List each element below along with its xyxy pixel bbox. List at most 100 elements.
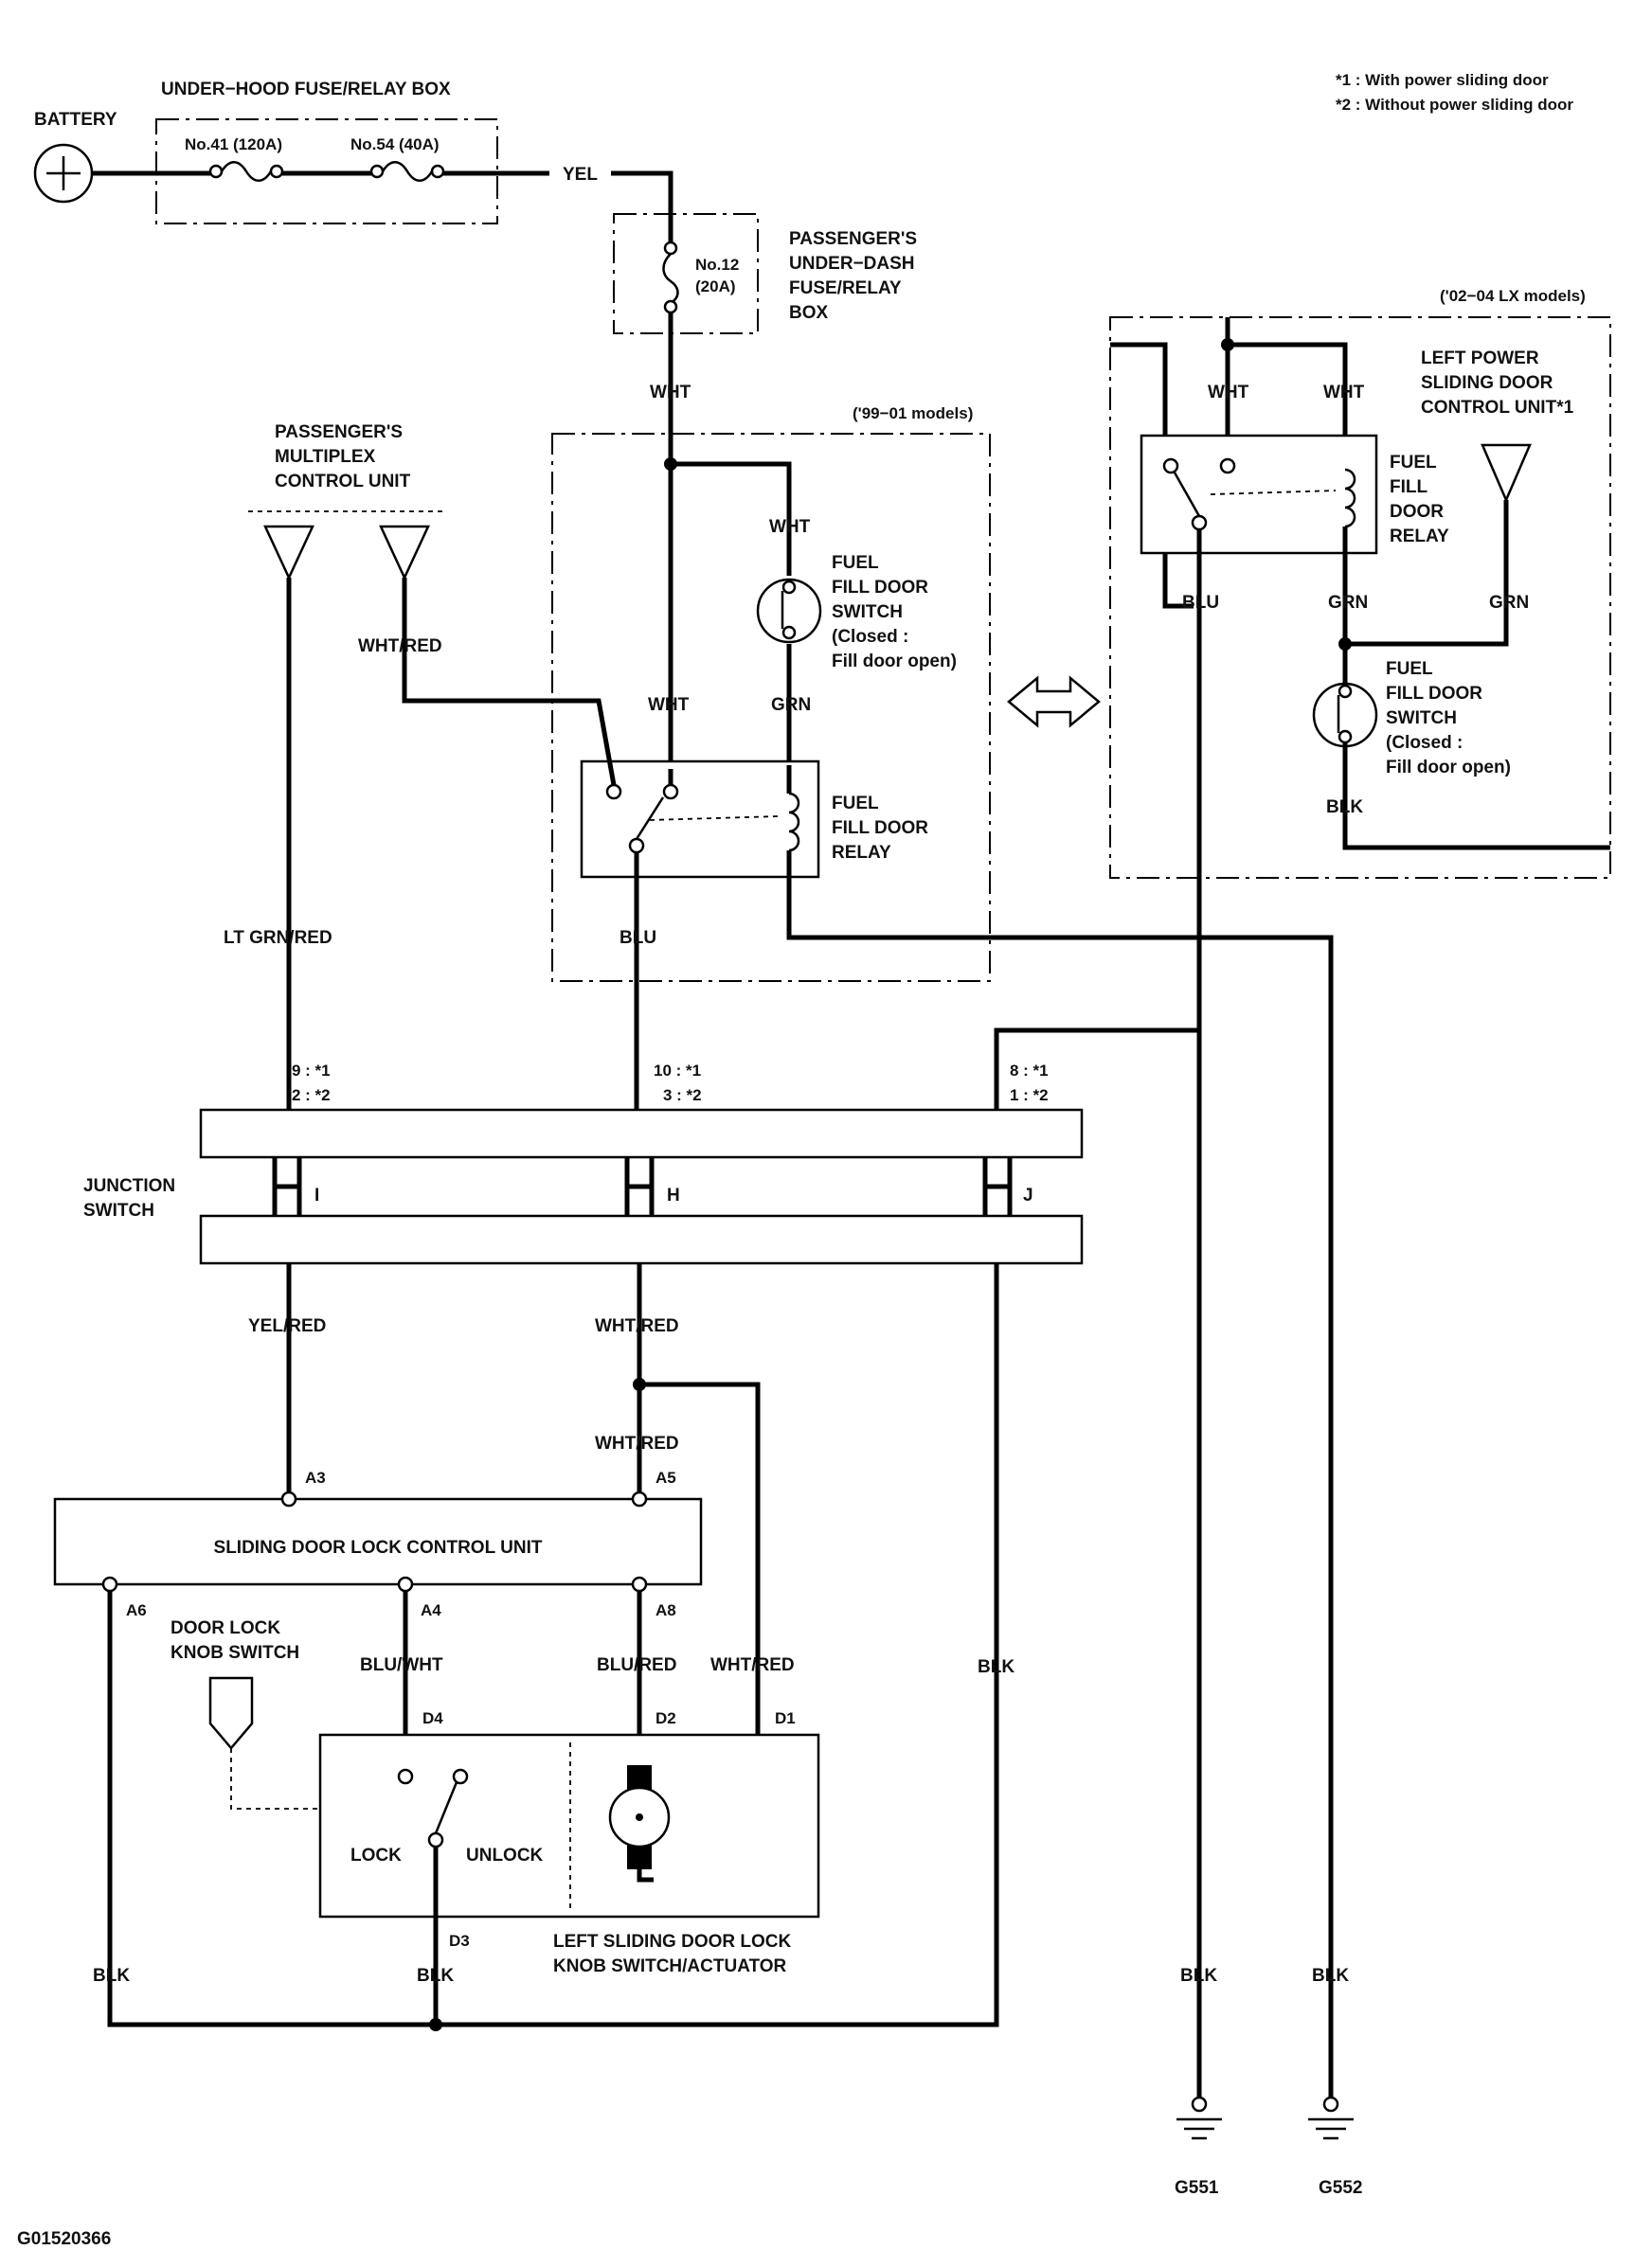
sliding-door-lock-control-unit (53, 1497, 703, 1586)
pin-I: I (314, 1186, 319, 1205)
fuel-switch-right-l5: Fill door open) (1386, 758, 1511, 777)
wire-label-blk-g551: BLK (1180, 1966, 1217, 1986)
pin-i-top2: 2 : *2 (292, 1086, 331, 1104)
lock-label: LOCK (350, 1846, 402, 1866)
wire-label-grn-r2: GRN (1489, 593, 1529, 613)
battery-symbol (33, 143, 94, 204)
connector-J (982, 1157, 1013, 1216)
wire-label-wht-red-d1: WHT/RED (710, 1655, 795, 1675)
left-power-unit-terminal (1481, 443, 1532, 504)
left-power-l1: LEFT POWER (1421, 348, 1539, 368)
models-99-01-box (551, 433, 991, 982)
multiplex-label-2: MULTIPLEX (275, 447, 376, 467)
wire-label-blk-d3: BLK (417, 1966, 454, 1986)
terminal-A5 (631, 1491, 648, 1508)
fuel-relay-right-l4: RELAY (1390, 527, 1449, 546)
multiplex-label-3: CONTROL UNIT (275, 472, 411, 491)
wire-coil-ground (786, 850, 1334, 2098)
connector-H (624, 1157, 655, 1216)
fuel-relay-left-l1: FUEL (832, 794, 879, 813)
underdash-box-label: PASSENGER'S UNDER−DASH FUSE/RELAY BOX (789, 229, 917, 323)
wire-yel (611, 170, 673, 241)
multiplex-label-1: PASSENGER'S (275, 422, 403, 442)
multiplex-control-unit-label: PASSENGER'S MULTIPLEX CONTROL UNIT (275, 422, 411, 491)
wire-label-blu-r: BLU (1182, 593, 1219, 613)
splice-blk-ground (429, 2018, 442, 2031)
underhood-box-label: UNDER−HOOD FUSE/RELAY BOX (161, 80, 451, 99)
fuel-fill-door-switch-left (756, 578, 822, 644)
legend-note-1: *1 : With power sliding door (1336, 71, 1549, 89)
fuel-switch-left-l1: FUEL (832, 553, 879, 573)
wire-wht-switch (671, 461, 792, 576)
junction-label-1: JUNCTION (83, 1176, 175, 1196)
pin-D2: D2 (655, 1709, 676, 1727)
wire-j-top (994, 1027, 1199, 1110)
left-power-unit-label: LEFT POWER SLIDING DOOR CONTROL UNIT*1 (1421, 348, 1574, 418)
figure-id: G01520366 (17, 2229, 111, 2249)
terminal-A3 (280, 1491, 297, 1508)
unlock-label: UNLOCK (466, 1846, 544, 1866)
pin-A8: A8 (655, 1601, 676, 1619)
door-lock-label-2: KNOB SWITCH (171, 1643, 299, 1663)
fuel-switch-left-l5: Fill door open) (832, 652, 957, 671)
wire-label-blu-wht: BLU/WHT (360, 1655, 443, 1675)
wire-label-yel: YEL (563, 165, 598, 185)
pin-A6: A6 (126, 1601, 147, 1619)
models-99-01-label: ('99−01 models) (853, 404, 973, 422)
wire-label-wht-r1: WHT (1208, 383, 1249, 402)
wire-label-yel-red: YEL/RED (248, 1316, 326, 1336)
door-lock-knob-switch-label: DOOR LOCK KNOB SWITCH (171, 1618, 299, 1663)
wire-label-grn-l: GRN (771, 695, 811, 715)
left-power-l3: CONTROL UNIT*1 (1421, 398, 1574, 418)
sliding-unit-label: SLIDING DOOR LOCK CONTROL UNIT (214, 1538, 543, 1558)
pin-D4: D4 (422, 1709, 443, 1727)
wire-label-lt-grn-red: LT GRN/RED (224, 928, 332, 948)
actuator-label-2: KNOB SWITCH/ACTUATOR (553, 1956, 787, 1976)
fuel-switch-right-l2: FILL DOOR (1386, 684, 1482, 704)
wire-blk-right (1342, 742, 1610, 850)
fuse-12-symbol (662, 241, 679, 314)
relay-right-contacts (1162, 457, 1356, 531)
terminal-A8 (631, 1576, 648, 1593)
wire-label-blu-l: BLU (620, 928, 656, 948)
terminal-A6 (101, 1576, 118, 1593)
junction-bar-top (199, 1108, 1084, 1159)
fuel-switch-right-l3: SWITCH (1386, 708, 1457, 728)
ground-g551-label: G551 (1175, 2178, 1219, 2198)
fuse-41-label: No.41 (120A) (185, 135, 282, 153)
models-02-04-box (1109, 316, 1611, 879)
wire-label-blk-j: BLK (978, 1657, 1015, 1677)
wire-grn-to-unit (1345, 500, 1509, 647)
fuel-relay-right-l1: FUEL (1390, 453, 1437, 473)
wire-blk-a6 (107, 1591, 436, 2027)
pin-D1: D1 (775, 1709, 796, 1727)
underdash-label-1: PASSENGER'S (789, 229, 917, 249)
legend-note-2: *2 : Without power sliding door (1336, 96, 1573, 114)
wire-label-wht-red-top: WHT/RED (358, 636, 442, 656)
door-lock-label-1: DOOR LOCK (171, 1618, 280, 1638)
wire-label-blk-a6: BLK (93, 1966, 130, 1986)
models-02-04-label: ('02−04 LX models) (1440, 287, 1586, 305)
pin-j-top1: 8 : *1 (1010, 1062, 1049, 1080)
wire-label-blk-r: BLK (1326, 797, 1363, 817)
actuator-motor-icon (608, 1765, 671, 1869)
fuel-switch-right-l1: FUEL (1386, 659, 1433, 679)
multiplex-terminal-2 (379, 525, 430, 580)
pin-j-top2: 1 : *2 (1010, 1086, 1049, 1104)
ground-g552-icon (1308, 2096, 1354, 2140)
fuel-switch-right-l4: (Closed : (1386, 733, 1463, 753)
junction-label-2: SWITCH (83, 1201, 154, 1221)
wire-blk-j (436, 1263, 999, 2027)
pin-J: J (1023, 1186, 1033, 1205)
pin-H: H (667, 1186, 680, 1205)
actuator-label: LEFT SLIDING DOOR LOCK KNOB SWITCH/ACTUA… (553, 1932, 791, 1976)
pin-D3: D3 (449, 1932, 470, 1950)
junction-bar-bottom (199, 1214, 1084, 1265)
pin-A3: A3 (305, 1469, 326, 1487)
fuel-fill-door-switch-right (1312, 682, 1378, 748)
wire-label-wht-a: WHT (650, 383, 691, 402)
fuse-12-rating: (20A) (695, 277, 736, 295)
fuel-relay-left-l3: RELAY (832, 843, 891, 863)
wire-label-wht-c: WHT (648, 695, 690, 715)
wire-label-wht-red-h: WHT/RED (595, 1316, 679, 1336)
